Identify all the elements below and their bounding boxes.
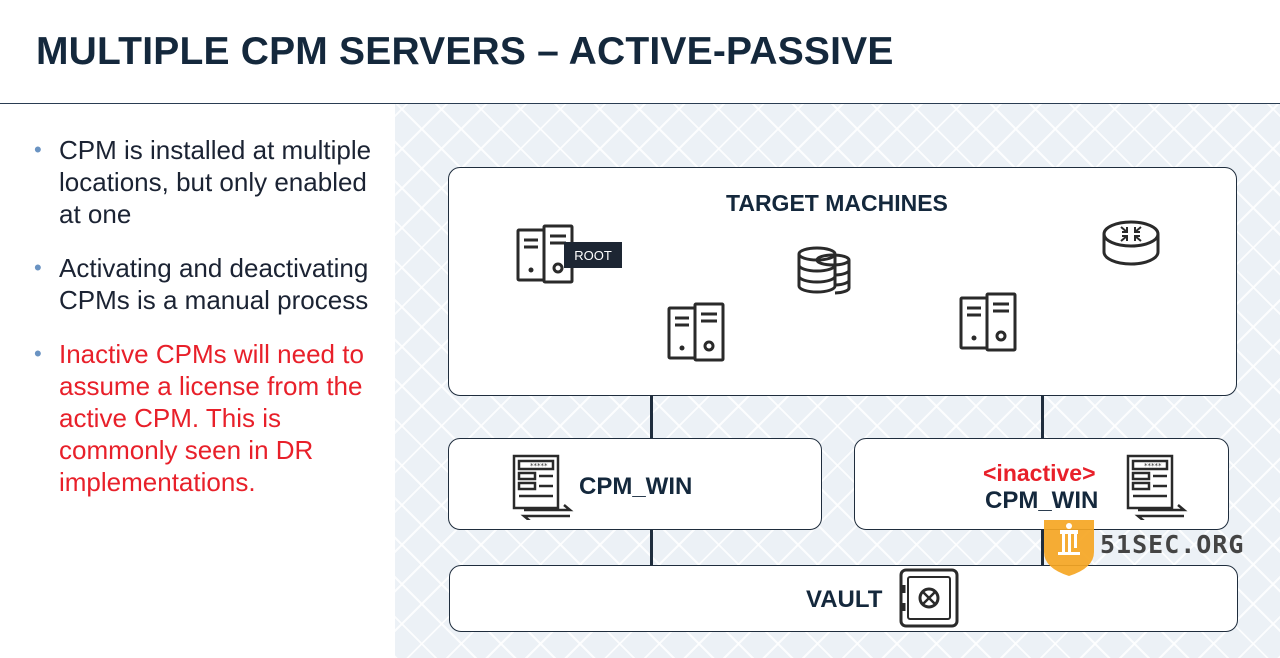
vault-label: VAULT bbox=[806, 586, 883, 613]
server-icon bbox=[959, 292, 1017, 352]
safe-icon bbox=[899, 568, 959, 628]
bullet-text: Inactive CPMs will need to assume a lice… bbox=[59, 339, 364, 497]
watermark-logo bbox=[1044, 520, 1094, 576]
bullet-item: • CPM is installed at multiple locations… bbox=[34, 134, 394, 230]
bullet-list: • CPM is installed at multiple locations… bbox=[34, 134, 394, 520]
cpm-icon: ***** bbox=[512, 454, 574, 520]
watermark-text: 51SEC.ORG bbox=[1100, 530, 1245, 559]
cpm-icon: ***** bbox=[1126, 454, 1188, 520]
vault-box bbox=[449, 565, 1238, 632]
bullet-text: CPM is installed at multiple locations, … bbox=[59, 135, 372, 229]
connector-line bbox=[1041, 530, 1044, 565]
bullet-dot: • bbox=[34, 255, 42, 280]
inactive-tag: <inactive> bbox=[983, 460, 1096, 486]
cpm-active-label: CPM_WIN bbox=[579, 473, 693, 500]
bullet-item-highlight: • Inactive CPMs will need to assume a li… bbox=[34, 338, 394, 498]
connector-line bbox=[650, 530, 653, 565]
bullet-text: Activating and deactivating CPMs is a ma… bbox=[59, 253, 369, 315]
target-machines-box bbox=[448, 167, 1237, 396]
cpm-active-box bbox=[448, 438, 822, 530]
bullet-dot: • bbox=[34, 137, 42, 162]
server-icon bbox=[667, 302, 725, 362]
svg-text:*****: ***** bbox=[530, 462, 548, 470]
cpm-inactive-box bbox=[854, 438, 1229, 530]
slide-title: MULTIPLE CPM SERVERS – ACTIVE-PASSIVE bbox=[36, 30, 894, 73]
bullet-item: • Activating and deactivating CPMs is a … bbox=[34, 252, 394, 316]
router-icon bbox=[1102, 220, 1160, 266]
title-divider bbox=[0, 103, 1280, 104]
database-icon bbox=[797, 246, 851, 295]
target-machines-label: TARGET MACHINES bbox=[726, 190, 948, 216]
bullet-dot: • bbox=[34, 341, 42, 366]
connector-line bbox=[1041, 395, 1044, 439]
svg-text:*****: ***** bbox=[1144, 462, 1162, 470]
connector-line bbox=[650, 395, 653, 439]
root-badge: ROOT bbox=[564, 242, 622, 268]
cpm-inactive-label: CPM_WIN bbox=[985, 487, 1099, 514]
